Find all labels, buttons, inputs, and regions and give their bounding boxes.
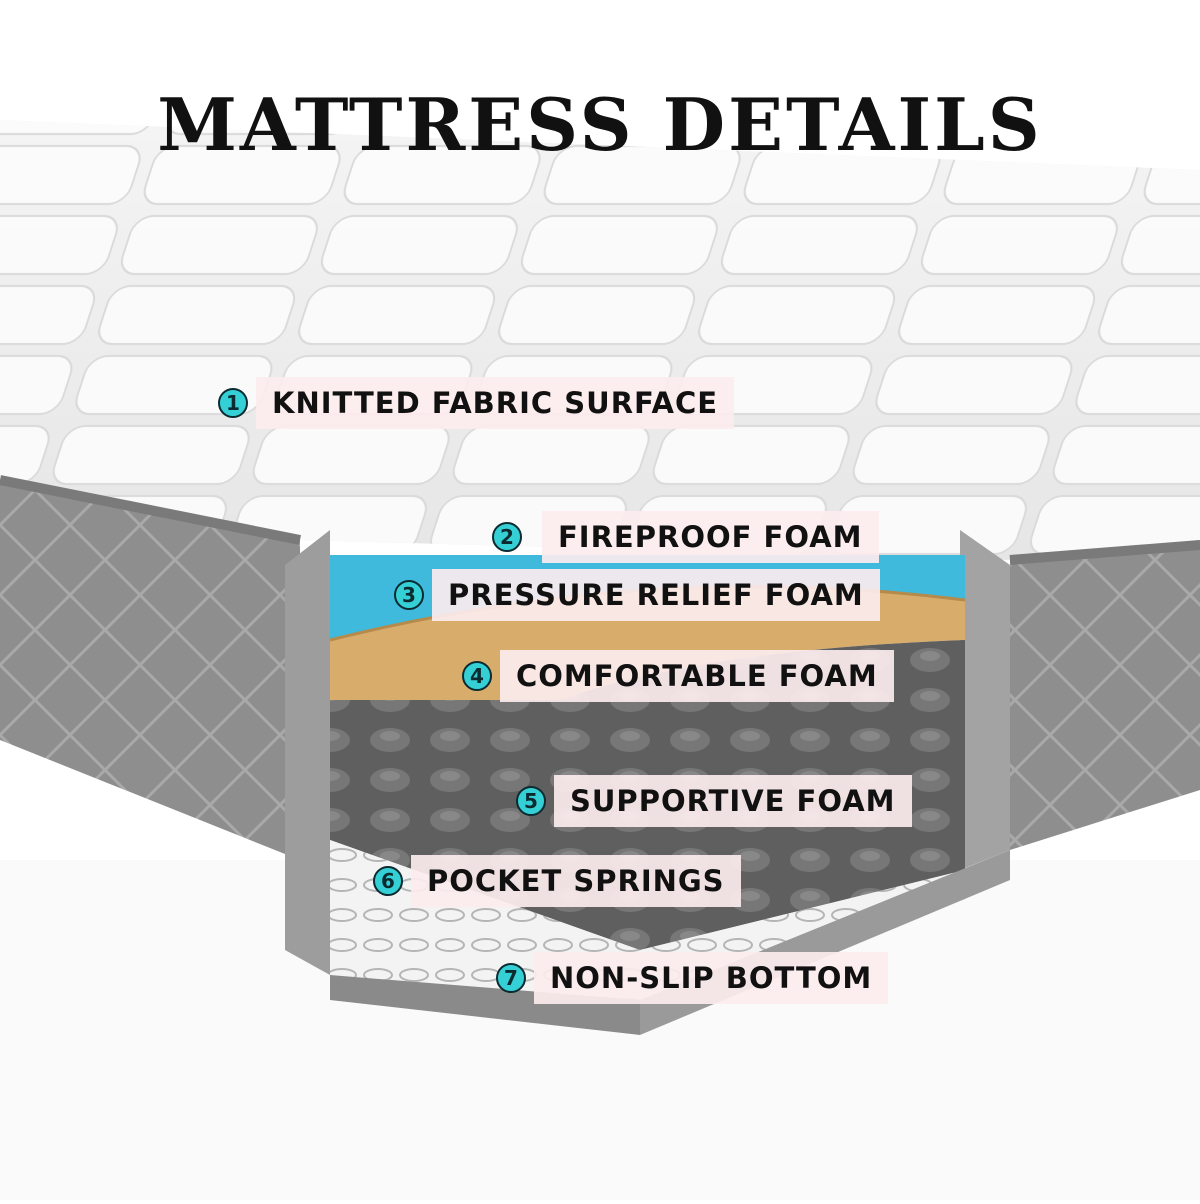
layer-label-text: COMFORTABLE FOAM <box>500 650 894 702</box>
layer-number-badge: 1 <box>218 388 248 418</box>
right-side-fabric <box>1010 540 1200 850</box>
left-side-fabric <box>0 480 300 860</box>
layer-label-text: POCKET SPRINGS <box>411 855 741 907</box>
layer-label-6: 6 POCKET SPRINGS <box>373 855 741 907</box>
layer-label-text: KNITTED FABRIC SURFACE <box>256 377 735 429</box>
layer-number-badge: 2 <box>492 522 522 552</box>
bottom-layer <box>330 975 640 1035</box>
layer-number-badge: 6 <box>373 866 403 896</box>
layer-label-text: SUPPORTIVE FOAM <box>554 775 912 827</box>
layer-label-text: PRESSURE RELIEF FOAM <box>432 569 880 621</box>
layer-number-badge: 3 <box>394 580 424 610</box>
layer-number-badge: 5 <box>516 786 546 816</box>
layer-label-1: 1 KNITTED FABRIC SURFACE <box>218 377 735 429</box>
page-title: MATTRESS DETAILS <box>157 82 1043 167</box>
layer-number-badge: 7 <box>496 963 526 993</box>
layer-number-badge: 4 <box>462 661 492 691</box>
layer-label-4: 4 COMFORTABLE FOAM <box>462 650 894 702</box>
layer-label-7: 7 NON-SLIP BOTTOM <box>496 952 889 1004</box>
layer-label-3: 3 PRESSURE RELIEF FOAM <box>394 569 880 621</box>
layer-label-text: FIREPROOF FOAM <box>542 511 879 563</box>
layer-label-5: 5 SUPPORTIVE FOAM <box>516 775 912 827</box>
layer-label-2: 2 FIREPROOF FOAM <box>492 511 879 563</box>
layer-label-text: NON-SLIP BOTTOM <box>534 952 889 1004</box>
